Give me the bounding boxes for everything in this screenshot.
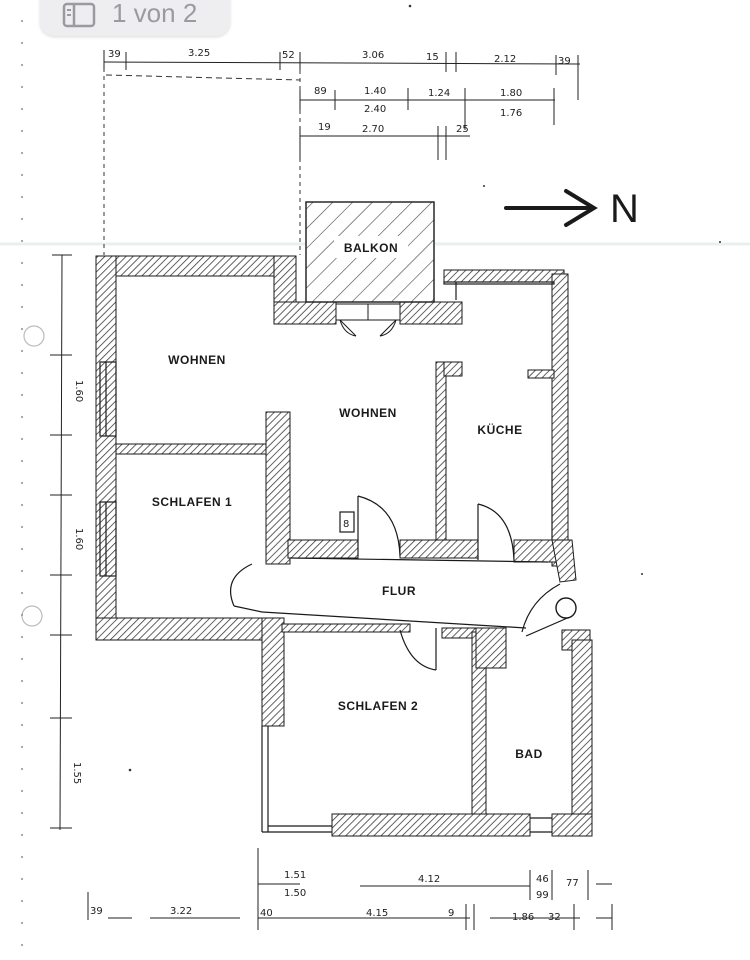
dim-bottom-9: 40: [260, 908, 273, 919]
dim-bottom-6: 77: [566, 878, 579, 889]
dim-bottom-8: 3.22: [170, 906, 192, 917]
dim-bottom-12: 1.86: [512, 912, 534, 923]
marker-label: 8: [343, 519, 349, 530]
binder-hole-bottom: [21, 605, 43, 627]
dim-bottom-4: 46: [536, 874, 549, 885]
walls: [95, 255, 593, 837]
dim-top-6: 2.12: [494, 54, 516, 65]
north-label: N: [610, 187, 639, 231]
dim-top-7: 39: [558, 56, 571, 67]
document-pages-icon: [62, 2, 96, 28]
room-label-kueche: KÜCHE: [477, 422, 522, 437]
room-label-bad: BAD: [515, 747, 543, 761]
window-outlines: [99, 281, 555, 833]
dim-bottom-7: 39: [90, 906, 103, 917]
room-label-balkon: BALKON: [344, 241, 398, 255]
dimension-bottom: [87, 848, 613, 930]
dim-top-3: 52: [282, 50, 295, 61]
dim-bottom-2: 1.50: [284, 888, 306, 899]
dim-mid-3: 2.40: [364, 104, 386, 115]
dim-left-2: 1.60: [73, 528, 84, 550]
dim-bottom-11: 9: [448, 908, 454, 919]
dim-bottom-10: 4.15: [366, 908, 388, 919]
room-label-wohnen-1: WOHNEN: [168, 353, 226, 367]
binder-hole-top: [23, 325, 45, 347]
dim-mid-6: 1.76: [500, 108, 522, 119]
dim-low-1: 19: [318, 122, 331, 133]
page-indicator-text: 1 von 2: [112, 0, 198, 28]
dim-top-4: 3.06: [362, 50, 384, 61]
dim-left-3: 1.55: [71, 762, 82, 784]
dimension-top: [103, 50, 581, 160]
dim-mid-5: 1.80: [500, 88, 522, 99]
dim-mid-4: 1.24: [428, 88, 450, 99]
dim-bottom-3: 4.12: [418, 874, 440, 885]
marker-box: [339, 511, 355, 533]
dimension-left: [50, 254, 72, 831]
room-label-schlafen-1: SCHLAFEN 1: [152, 495, 232, 509]
room-label-wohnen-2: WOHNEN: [339, 406, 397, 420]
dim-low-3: 25: [456, 124, 469, 135]
dim-top-5: 15: [426, 52, 439, 63]
dim-mid-1: 89: [314, 86, 327, 97]
dim-top-1: 39: [108, 49, 121, 60]
room-label-flur: FLUR: [382, 584, 416, 598]
north-arrow-icon: [504, 189, 598, 227]
balcony-door: [335, 303, 401, 337]
dim-mid-2: 1.40: [364, 86, 386, 97]
room-label-schlafen-2: SCHLAFEN 2: [338, 699, 418, 713]
dim-bottom-13: 32: [548, 912, 561, 923]
doors: [230, 495, 573, 671]
dim-low-2: 2.70: [362, 124, 384, 135]
page-indicator-badge[interactable]: 1 von 2: [40, 0, 230, 36]
dim-left-1: 1.60: [73, 380, 84, 402]
entrance-marker-icon: [555, 597, 577, 619]
dim-bottom-5: 99: [536, 890, 549, 901]
dim-top-2: 3.25: [188, 48, 210, 59]
dim-bottom-1: 1.51: [284, 870, 306, 881]
